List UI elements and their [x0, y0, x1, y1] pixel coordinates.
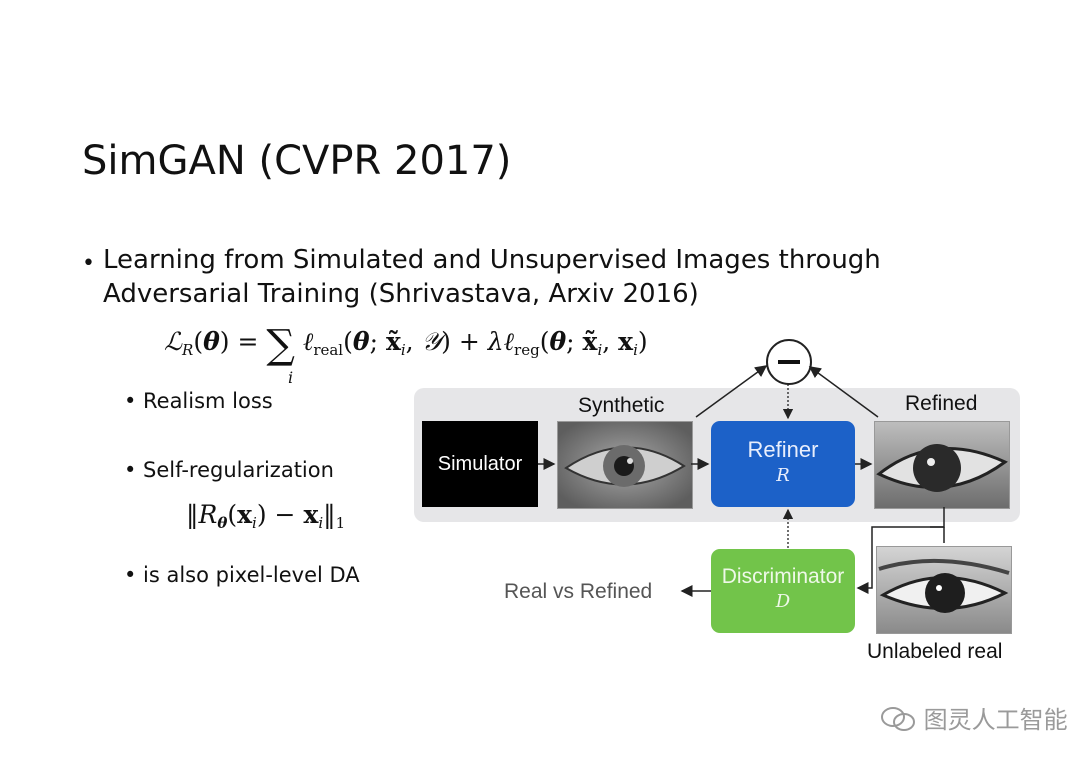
refiner-symbol: R: [776, 465, 790, 486]
discriminator-box: Discriminator D: [711, 549, 855, 633]
sub-bullet-pixel-da: is also pixel-level DA: [143, 563, 360, 587]
refiner-label: Refiner: [747, 437, 819, 462]
sub-bullet-self-reg: Self-regularization: [143, 458, 334, 482]
main-bullet-line-2: Adversarial Training (Shrivastava, Arxiv…: [103, 279, 699, 309]
discriminator-label: Discriminator: [721, 565, 845, 588]
sub-bullet-realism: Realism loss: [143, 389, 273, 413]
sub-bullet-dot-3: •: [124, 563, 137, 587]
sum-index: i: [288, 368, 294, 387]
refiner-box: Refiner R: [711, 421, 855, 507]
refined-eye-drawing: [875, 422, 1009, 508]
synthetic-eye-image: [557, 421, 693, 509]
unlabeled-real-eye-image: [876, 546, 1012, 634]
synthetic-label: Synthetic: [578, 394, 665, 417]
discriminator-symbol: D: [775, 591, 791, 612]
real-eye-drawing: [877, 547, 1011, 633]
simulator-box: Simulator: [422, 421, 538, 507]
self-reg-equation: ‖Rθ(xi) − xi‖1: [186, 500, 346, 532]
main-bullet-line-1: Learning from Simulated and Unsupervised…: [103, 245, 881, 275]
arrow-refined-to-minus: [808, 366, 879, 418]
watermark-text: 图灵人工智能: [923, 706, 1068, 734]
real-vs-refined-label: Real vs Refined: [504, 580, 653, 603]
synthetic-eye-drawing: [558, 422, 692, 508]
difference-minus-icon: [766, 339, 812, 385]
wechat-icon: [881, 707, 915, 731]
unlabeled-real-label: Unlabeled real: [867, 640, 1003, 663]
sub-bullet-dot-1: •: [124, 389, 137, 413]
refined-label: Refined: [905, 392, 978, 415]
slide-title: SimGAN (CVPR 2017): [82, 138, 512, 184]
arrow-refined-to-disc: [856, 507, 945, 594]
sub-bullet-dot-2: •: [124, 458, 137, 482]
arrow-synthetic-to-minus: [695, 365, 768, 418]
watermark: 图灵人工智能: [880, 700, 1068, 735]
refined-eye-image: [874, 421, 1010, 509]
loss-equation: ℒR(θ) = ∑ ℓreal(θ; x̃i, 𝒴) + λℓreg(θ; x̃…: [164, 322, 648, 368]
bullet-dot: •: [82, 251, 95, 276]
